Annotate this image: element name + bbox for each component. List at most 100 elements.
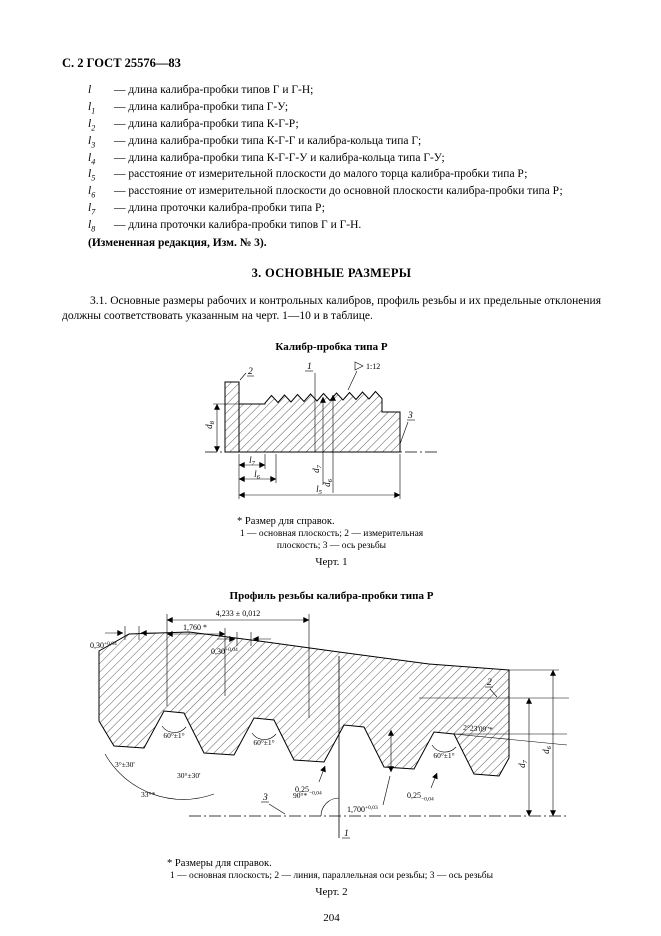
definition-text: — длина проточки калибра-пробки типа Р; [114, 202, 325, 215]
dim-r2-label: 0,25−0,04 [407, 791, 434, 803]
dim-l7: l7 [238, 454, 265, 500]
dim-l7-label: l7 [249, 455, 256, 467]
dim-d7: d7 [517, 697, 532, 817]
definition-symbol: l6 [88, 185, 96, 200]
callout-2: 2 [487, 678, 492, 688]
axis-callout: 3 [261, 793, 286, 815]
dim-r1-label: 0,25−0,04 [295, 785, 322, 797]
dim-d6-label: d6 [541, 745, 553, 754]
taper-ratio-label: 1:12 [366, 362, 380, 371]
definition-row: l2 — длина калибра-пробки типа К-Г-Р; [88, 118, 601, 135]
thread-profile-drawing: 4,233 ± 0,012 1,760 * 0,30+0,04 [90, 609, 569, 839]
dim-1760-label: 1,760 * [183, 623, 207, 632]
angle-60-label-3: 60°±1° [433, 751, 454, 760]
section-title: 3. ОСНОВНЫЕ РАЗМЕРЫ [251, 266, 412, 281]
definition-symbol: l3 [88, 134, 96, 149]
definition-text: — длина калибра-пробки типа Г-У; [114, 100, 289, 113]
dim-r1: 0,25−0,04 [295, 765, 326, 797]
figure2-legend: 1 — основная плоскость; 2 — линия, парал… [169, 871, 494, 882]
definition-symbol: l [88, 84, 92, 96]
definition-symbol: l1 [88, 100, 96, 116]
angle-60-label-2: 60°±1° [253, 738, 274, 747]
dim-height-label: 1,700+0,03 [347, 805, 378, 814]
dim-r2: 0,25−0,04 [407, 772, 438, 803]
definitions-list: l — длина калибра-пробки типов Г и Г-Н; l… [88, 84, 601, 236]
angle-60-annotations: 60°±1° 60°±1° 60°±1° [161, 725, 457, 760]
callout-1: 1 [307, 362, 312, 372]
angle-3-label: 3°±30' [115, 760, 135, 769]
document-header: С. 2 ГОСТ 25576—83 [62, 56, 181, 70]
angle-60-label-1: 60°±1° [163, 731, 184, 740]
figure2-drawing: 4,233 ± 0,012 1,760 * 0,30+0,04 [62, 606, 601, 856]
dim-height-1700: 1,700+0,03 [347, 729, 394, 814]
dim-1760: 1,760 * [166, 623, 226, 697]
dim-d6: d6 [509, 669, 559, 817]
taper-angle-label: 2°23'09''* [463, 723, 493, 734]
amendment-note: (Измененная редакция, Изм. № 3). [88, 237, 267, 250]
definition-text: — длина калибра-пробки типов Г и Г-Н; [114, 84, 314, 96]
definition-row: l6 — расстояние от измерительной плоскост… [88, 185, 601, 202]
paragraph-3-1: 3.1. Основные размеры рабочих и контроль… [62, 295, 601, 322]
dim-pitch-label: 4,233 ± 0,012 [216, 609, 260, 618]
dim-flat2: 0,30+0,04 [211, 632, 271, 656]
taper-flag: 1:12 [347, 361, 380, 391]
definition-row: l1 — длина калибра-пробки типа Г-У; [88, 101, 601, 118]
callout-1: 1 [344, 829, 349, 839]
dim-flat2-label: 0,30+0,04 [211, 647, 238, 656]
dim-d6: d6 [322, 394, 336, 494]
callout-3: 3 [407, 411, 413, 421]
dim-flat1-label: 0,30+0,04 [90, 641, 117, 650]
angle-30-label: 30°±30' [177, 771, 201, 780]
plug-gauge-drawing: 2 1 1:12 d8 [204, 361, 437, 500]
definition-row: l3 — длина калибра-пробки типа К-Г-Г и ка… [88, 135, 601, 152]
dim-d8: d8 [204, 403, 239, 453]
definition-text: — длина калибра-пробки типа К-Г-Г и кали… [114, 134, 422, 147]
figure1-drawing: 2 1 1:12 d8 [62, 357, 601, 514]
figure1-title: Калибр-пробка типа Р [275, 341, 388, 354]
definition-row: l5 — расстояние от измерительной плоскост… [88, 168, 601, 185]
thread-profile-shape [98, 631, 510, 777]
taper-angle-annotation: 2°23'09''* [453, 723, 568, 746]
definition-text: — длина калибра-пробки типа К-Г-Г-У и ка… [114, 151, 445, 164]
callout-2: 2 [248, 367, 253, 377]
angle-90-label: 90°* [293, 791, 307, 800]
figure2-caption: Черт. 2 [315, 886, 348, 899]
definition-text: — расстояние от измерительной плоскости … [114, 168, 528, 181]
dim-flat1: 0,30+0,04 [90, 626, 159, 650]
definition-symbol: l4 [88, 151, 96, 166]
dim-l6: l6 [238, 454, 276, 484]
definition-symbol: l2 [88, 117, 96, 133]
definition-symbol: l8 [88, 219, 96, 234]
dim-l5: l5 [238, 454, 400, 500]
figure1-note: * Размер для справок. [237, 516, 335, 528]
measuring-plane-callout: 2 [239, 367, 254, 381]
figure2-note: * Размеры для справок. [167, 858, 272, 870]
dim-d7-label: d7 [517, 759, 529, 768]
dim-d8-label: d8 [204, 420, 216, 429]
definition-row: l8 — длина проточки калибра-пробки типов … [88, 219, 601, 236]
figure1-legend-line2: плоскость; 3 — ось резьбы [276, 541, 387, 552]
basic-plane-callout: 1 [304, 362, 315, 453]
dim-l6-label: l6 [254, 469, 261, 481]
definition-text: — расстояние от измерительной плоскости … [114, 185, 563, 198]
dim-d6-label: d6 [322, 478, 334, 487]
callout-3: 3 [262, 793, 268, 803]
definition-text: — длина проточки калибра-пробки типов Г … [114, 219, 362, 232]
definition-row: l7 — длина проточки калибра-пробки типа Р… [88, 202, 601, 219]
definition-symbol: l5 [88, 168, 96, 183]
figure1-caption: Черт. 1 [315, 556, 348, 569]
gauge-body-shape [224, 381, 400, 453]
figure1-legend: 1 — основная плоскость; 2 — измерительна… [62, 528, 601, 552]
basic-plane-callout: 1 [342, 829, 350, 839]
axis-callout: 3 [399, 411, 415, 445]
dim-pitch: 4,233 ± 0,012 [166, 609, 310, 719]
basic-plane-line: 90°* [293, 656, 340, 839]
figure2-title: Профиль резьбы калибра-пробки типа Р [229, 590, 434, 603]
dim-d7: d7 [311, 396, 326, 486]
definition-text: — длина калибра-пробки типа К-Г-Р; [114, 117, 299, 130]
angle-33-label: 33°* [141, 790, 155, 799]
definition-symbol: l7 [88, 202, 96, 217]
parallel-line-callout: 2 [419, 678, 569, 699]
